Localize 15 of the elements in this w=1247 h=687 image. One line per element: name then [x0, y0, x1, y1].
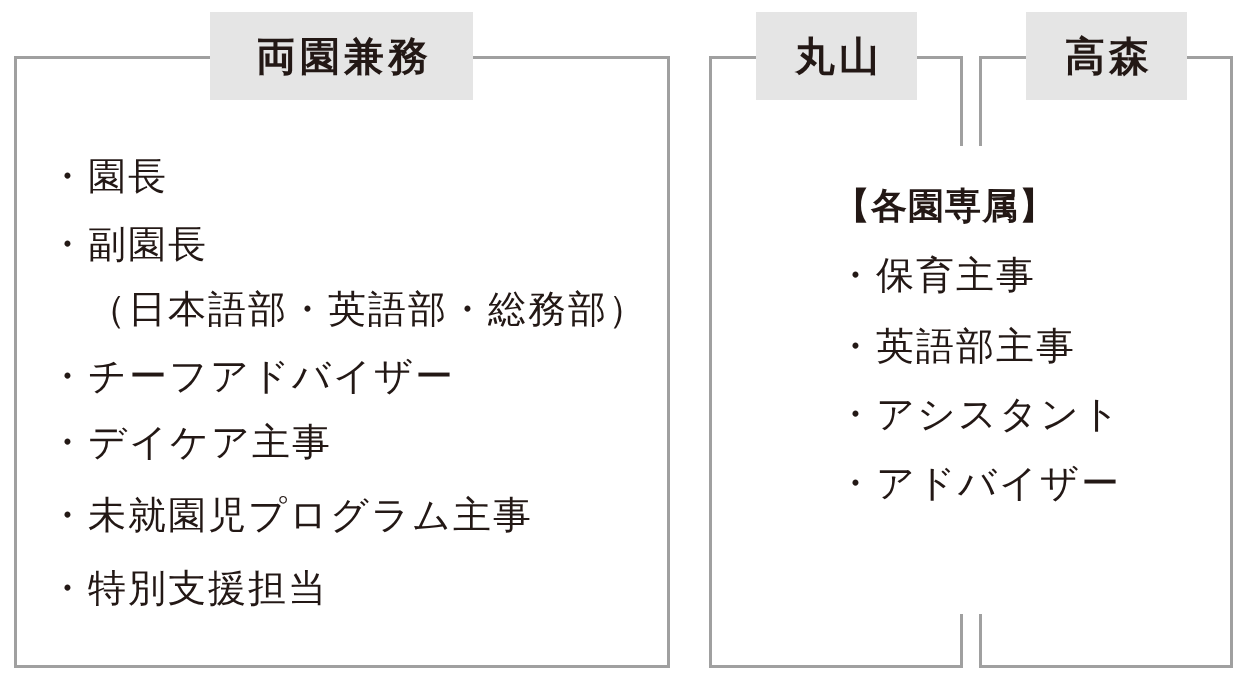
list-item: ・英語部主事 — [836, 323, 1076, 369]
list-item: ・アシスタント — [836, 391, 1122, 437]
section-heading: 高森 — [1026, 12, 1187, 100]
section-heading: 丸山 — [756, 12, 917, 100]
section-heading: 両園兼務 — [210, 12, 473, 100]
list-item: ・副園長 — [48, 221, 208, 267]
list-item: ・園長 — [48, 153, 168, 199]
list-item: ・保育主事 — [836, 252, 1036, 298]
list-heading: 【各園専属】 — [834, 184, 1056, 228]
list-item: （日本語部・英語部・総務部） — [88, 286, 648, 332]
list-item: ・デイケア主事 — [48, 419, 332, 465]
list-item: ・特別支援担当 — [48, 565, 328, 611]
list-item: ・未就園児プログラム主事 — [48, 492, 533, 538]
list-item: ・チーフアドバイザー — [48, 353, 455, 399]
list-item: ・アドバイザー — [836, 460, 1121, 506]
